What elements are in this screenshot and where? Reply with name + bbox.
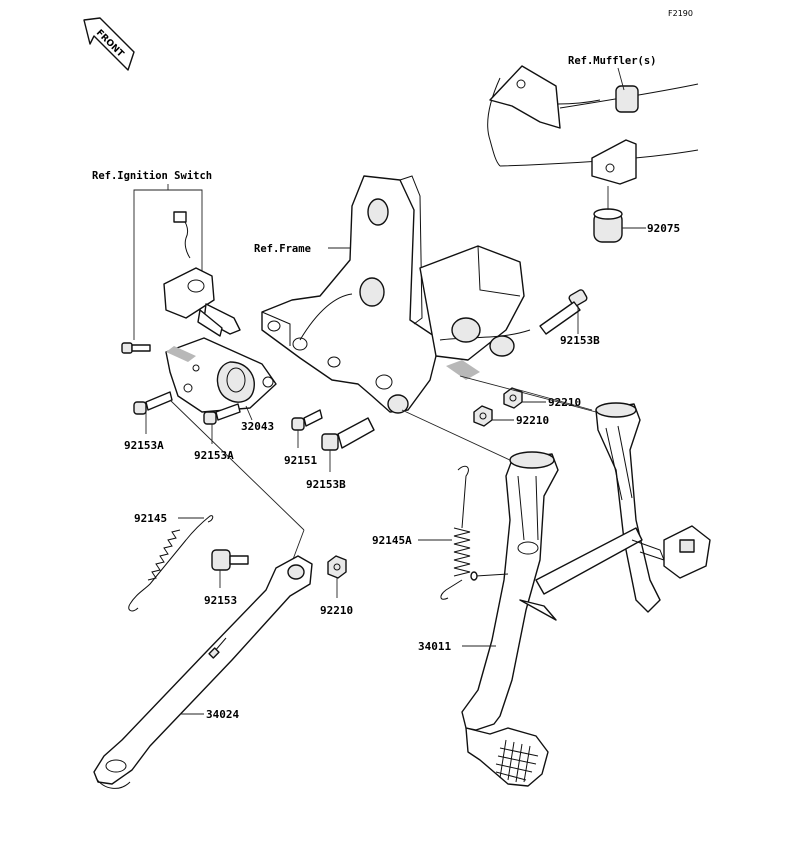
part-92151: 92151	[284, 454, 317, 467]
bolt-92151	[291, 409, 323, 431]
ignition-switch	[163, 211, 241, 337]
figure-code: F2190	[668, 9, 693, 18]
bolt-92153	[211, 549, 249, 571]
part-92153B-top: 92153B	[560, 334, 600, 347]
part-92153A-a: 92153A	[124, 439, 164, 452]
part-92145: 92145	[134, 512, 167, 525]
bolt-92153B-mid	[321, 417, 375, 451]
nut-92210-b	[473, 405, 493, 427]
front-arrow-icon: FRONT	[83, 17, 135, 71]
part-34011: 34011	[418, 640, 451, 653]
nut-92210-c	[327, 555, 347, 579]
part-92145A: 92145A	[372, 534, 412, 547]
frame-section	[261, 175, 531, 414]
side-stand-34024	[93, 555, 313, 789]
nut-92210-a	[503, 387, 523, 409]
bolt-small-left	[121, 342, 151, 354]
spring-92145	[128, 515, 214, 612]
center-stand-34011	[461, 402, 711, 787]
bolt-92153B-top	[539, 289, 588, 335]
ref-muffler-label: Ref.Muffler(s)	[568, 55, 657, 67]
bolt-92153A-b	[203, 403, 241, 425]
part-92153: 92153	[204, 594, 237, 607]
ref-ignition-switch-label: Ref.Ignition Switch	[92, 170, 212, 182]
bracket-32043	[165, 337, 277, 413]
part-92153A-b: 92153A	[194, 449, 234, 462]
spring-92145A	[440, 465, 471, 600]
part-92210-c: 92210	[320, 604, 353, 617]
damper-92075	[593, 186, 623, 243]
part-34024: 34024	[206, 708, 239, 721]
part-92153B-mid: 92153B	[306, 478, 346, 491]
part-92210-b: 92210	[516, 414, 549, 427]
muffler-bracket	[487, 65, 699, 185]
ref-frame-label: Ref.Frame	[254, 243, 311, 255]
pedal-tread	[495, 739, 539, 783]
part-32043: 32043	[241, 420, 274, 433]
bolt-92153A-a	[133, 391, 173, 415]
part-92075: 92075	[647, 222, 680, 235]
